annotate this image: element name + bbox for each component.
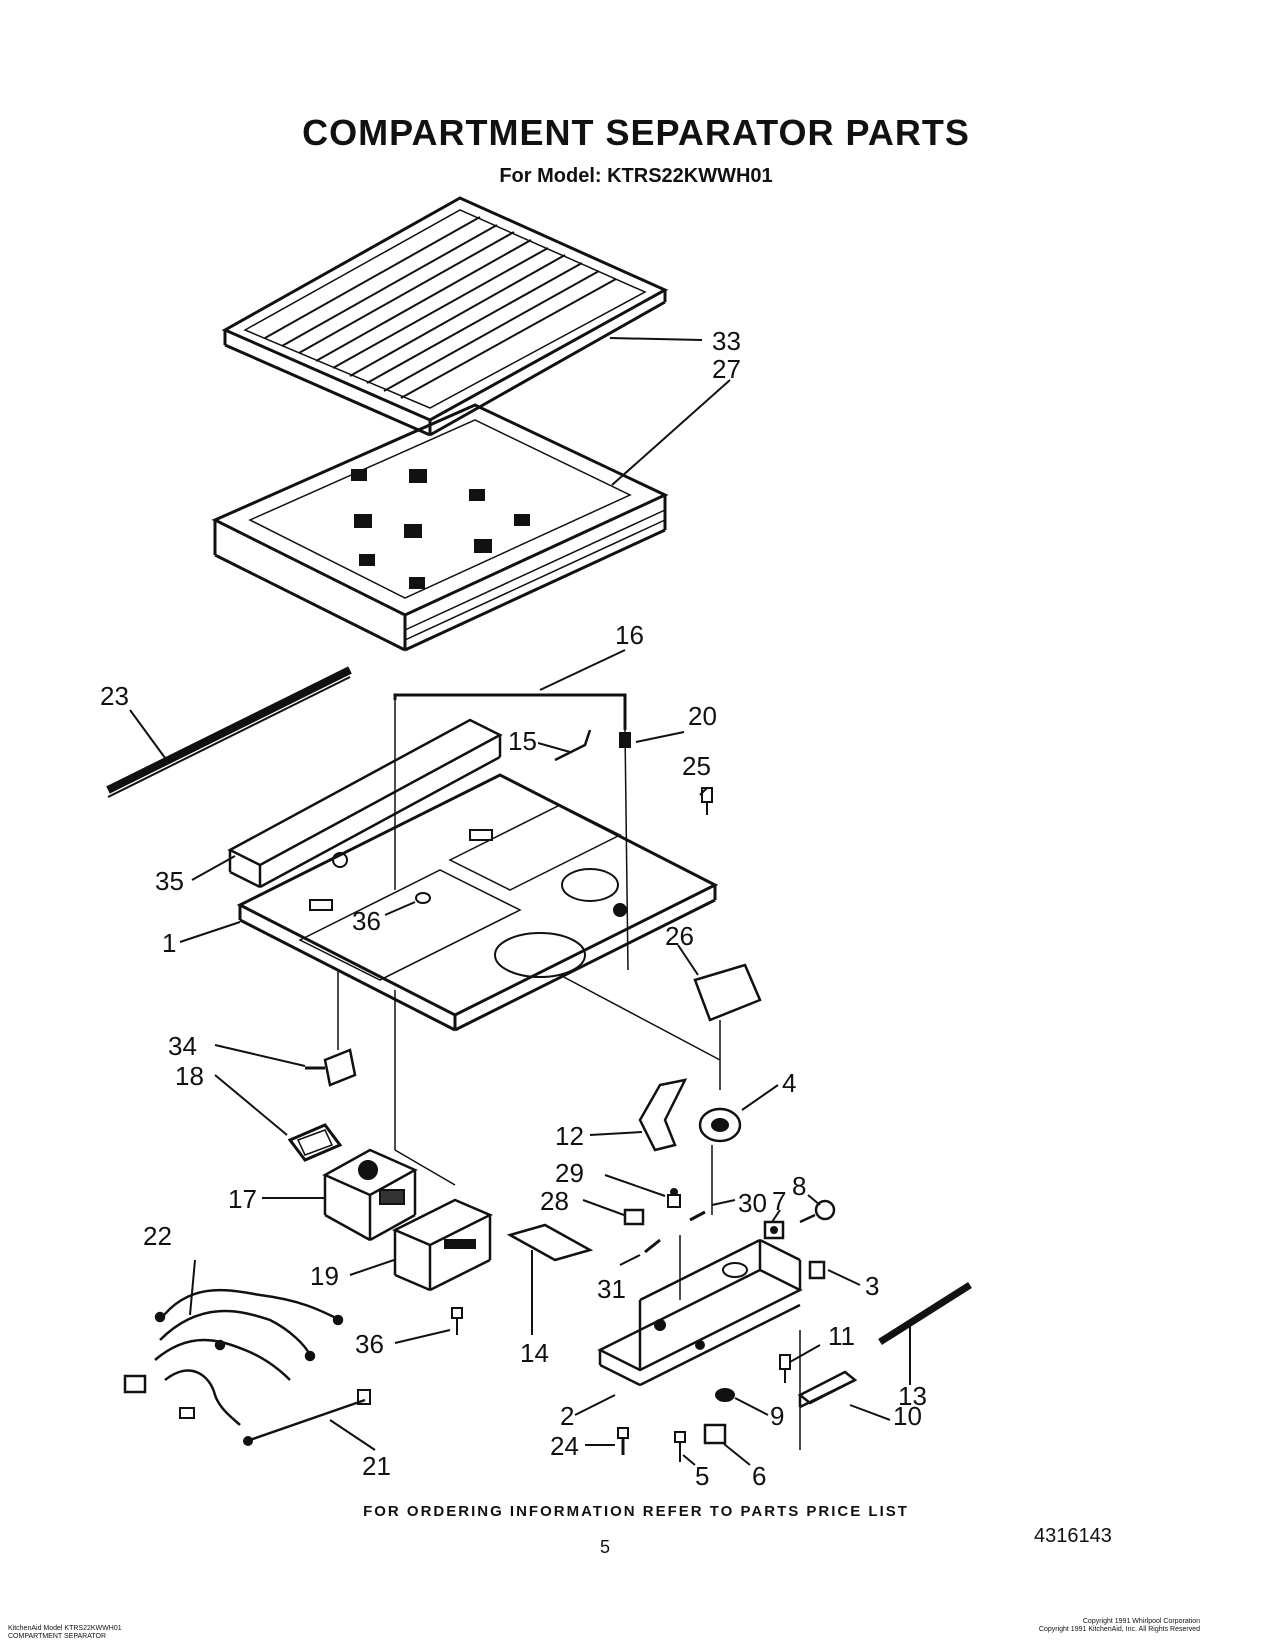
callout-36: 36	[352, 906, 381, 936]
callout-33: 33	[712, 326, 741, 356]
part-17-control	[322, 1148, 418, 1242]
part-22-harness	[123, 1288, 344, 1426]
part-14-plate	[506, 1223, 594, 1262]
callout-23: 23	[100, 681, 129, 711]
callout-9: 9	[770, 1401, 784, 1431]
part-36-screw-upper	[415, 892, 431, 904]
part-19-cover	[392, 1198, 493, 1292]
part-10-heater	[797, 1370, 858, 1409]
callout-30: 30	[738, 1188, 767, 1218]
callout-11: 11	[828, 1321, 855, 1351]
part-8-knob	[799, 1199, 836, 1224]
part-4-motor	[698, 1107, 742, 1143]
page-number: 5	[600, 1537, 611, 1557]
callout-13: 13	[898, 1381, 927, 1411]
copyright-line-1: Copyright 1991 Whirlpool Corporation	[1082, 1618, 1200, 1625]
footer-section-line: COMPARTMENT SEPARATOR	[8, 1633, 107, 1640]
part-27-frame	[211, 403, 669, 652]
part-36-screw-lower	[451, 1307, 463, 1335]
part-34-bracket	[305, 1048, 357, 1087]
callout-8: 8	[792, 1171, 806, 1201]
callout-26: 26	[665, 921, 694, 951]
copyright-line-2: Copyright 1991 KitchenAid, Inc. All Righ…	[1038, 1626, 1200, 1633]
ordering-footer: FOR ORDERING INFORMATION REFER TO PARTS …	[363, 1503, 909, 1520]
callout-29: 29	[555, 1158, 584, 1188]
callout-16: 16	[615, 620, 644, 650]
part-35-duct	[227, 718, 503, 889]
callout-labels: 33 27 16 23 20 15 25 35 36 1 26 34 18 4 …	[100, 326, 927, 1491]
part-7-bracket	[763, 1220, 785, 1240]
callout-24: 24	[550, 1431, 579, 1461]
part-28-clip	[623, 1208, 645, 1226]
callout-25: 25	[682, 751, 711, 781]
part-20-clip	[619, 732, 631, 748]
part-1-separator	[236, 773, 719, 1032]
part-30-pin	[689, 1210, 706, 1222]
callout-27: 27	[712, 354, 741, 384]
part-21-cord	[243, 1389, 371, 1446]
part-11-screw	[779, 1354, 791, 1383]
callout-2: 2	[560, 1401, 574, 1431]
part-23-strip	[106, 666, 352, 798]
callout-7: 7	[772, 1186, 786, 1216]
model-subtitle: For Model: KTRS22KWWH01	[499, 165, 773, 187]
part-24-screw	[617, 1427, 629, 1455]
part-31-pin	[644, 1238, 661, 1254]
callout-22: 22	[143, 1221, 172, 1251]
part-16-wire	[393, 693, 627, 730]
callout-19: 19	[310, 1261, 339, 1291]
callout-4: 4	[782, 1068, 796, 1098]
part-13-tube	[878, 1282, 972, 1345]
callout-34: 34	[168, 1031, 197, 1061]
callout-21: 21	[362, 1451, 391, 1481]
copyright-note: Copyright 1991 Whirlpool Corporation Cop…	[1000, 1618, 1200, 1634]
callout-18: 18	[175, 1061, 204, 1091]
callout-6: 6	[752, 1461, 766, 1491]
part-29-clip	[667, 1188, 681, 1208]
callout-3: 3	[865, 1271, 879, 1301]
callout-31: 31	[597, 1274, 626, 1304]
callout-12: 12	[555, 1121, 584, 1151]
part-9-washer	[715, 1388, 735, 1402]
callout-28: 28	[540, 1186, 569, 1216]
callout-5: 5	[695, 1461, 709, 1491]
part-3-clip	[808, 1260, 826, 1280]
part-15-clip	[554, 729, 592, 762]
callout-17: 17	[228, 1184, 257, 1214]
callout-20: 20	[688, 701, 717, 731]
part-12-duct	[638, 1078, 688, 1152]
callout-15: 15	[508, 726, 537, 756]
callout-10: 10	[893, 1401, 922, 1431]
part-26-cover	[693, 963, 762, 1022]
part-33-grille	[221, 196, 669, 437]
part-6-grommet	[703, 1423, 727, 1445]
page-title: COMPARTMENT SEPARATOR PARTS	[302, 112, 970, 153]
part-2-bracket	[597, 1238, 803, 1387]
footer-model-note: KitchenAid Model KTRS22KWWH01 COMPARTMEN…	[8, 1625, 122, 1641]
document-number: 4316143	[1034, 1525, 1112, 1547]
callout-35: 35	[155, 866, 184, 896]
part-18-gasket	[287, 1123, 343, 1162]
callout-36b: 36	[355, 1329, 384, 1359]
part-5-screw	[674, 1431, 686, 1462]
footer-model-line: KitchenAid Model KTRS22KWWH01	[8, 1625, 122, 1632]
callout-14: 14	[520, 1338, 549, 1368]
callout-1: 1	[162, 928, 176, 958]
leader-lines	[129, 337, 911, 1466]
